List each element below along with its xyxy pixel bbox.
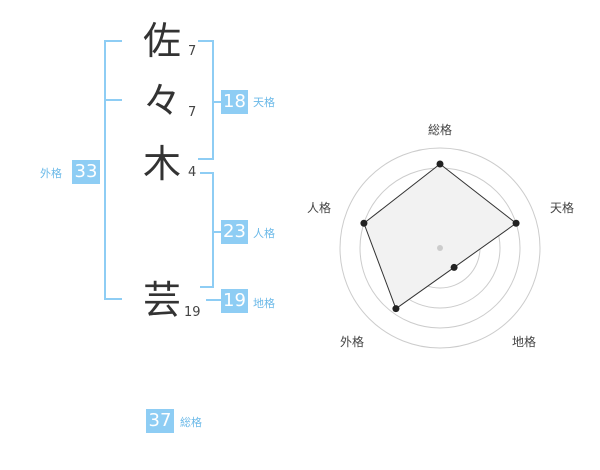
radar-polygon [363, 163, 517, 310]
stroke-count-4: 19 [184, 305, 201, 320]
name-char-4: 芸 [143, 278, 182, 322]
jinkaku-badge: 23 [221, 220, 248, 244]
radar-point-2 [450, 263, 458, 271]
name-char-3: 木 [143, 142, 182, 186]
stroke-count-1: 7 [188, 44, 197, 59]
jinkaku-bracket [200, 172, 214, 288]
radar-axis-label-chikaku: 地格 [512, 335, 537, 349]
stroke-count-3: 4 [188, 165, 197, 180]
soukaku-label: 総格 [180, 416, 202, 429]
tenkaku-bracket-tick [212, 101, 222, 103]
gaikaku-label: 外格 [40, 167, 62, 180]
gaikaku-bracket [104, 40, 122, 300]
chikaku-label: 地格 [253, 297, 275, 310]
radar-point-3 [392, 305, 400, 313]
tenkaku-label: 天格 [253, 96, 275, 109]
radar-center-dot [437, 245, 443, 251]
radar-axis-label-tenkaku: 天格 [550, 201, 575, 215]
radar-point-4 [360, 219, 368, 227]
gaikaku-badge: 33 [72, 160, 100, 184]
soukaku-badge: 37 [146, 409, 174, 433]
gaikaku-bracket-tick [104, 99, 122, 101]
tenkaku-bracket [198, 40, 214, 160]
radar-axis-label-soukaku: 総格 [428, 123, 453, 137]
radar-grid-ring [339, 147, 541, 349]
radar-point-0 [436, 160, 444, 168]
chikaku-tick [206, 299, 222, 301]
radar-points [360, 160, 520, 313]
radar-point-1 [512, 219, 520, 227]
radar-axis-label-gaikaku: 外格 [340, 335, 365, 349]
chikaku-badge: 19 [221, 289, 248, 313]
jinkaku-label: 人格 [253, 227, 275, 240]
stroke-count-2: 7 [188, 105, 197, 120]
radar-axis-label-jinkaku: 人格 [307, 201, 332, 215]
name-char-2: 々 [143, 79, 182, 123]
tenkaku-badge: 18 [221, 90, 248, 114]
jinkaku-bracket-tick [212, 231, 222, 233]
name-char-1: 佐 [143, 19, 182, 63]
